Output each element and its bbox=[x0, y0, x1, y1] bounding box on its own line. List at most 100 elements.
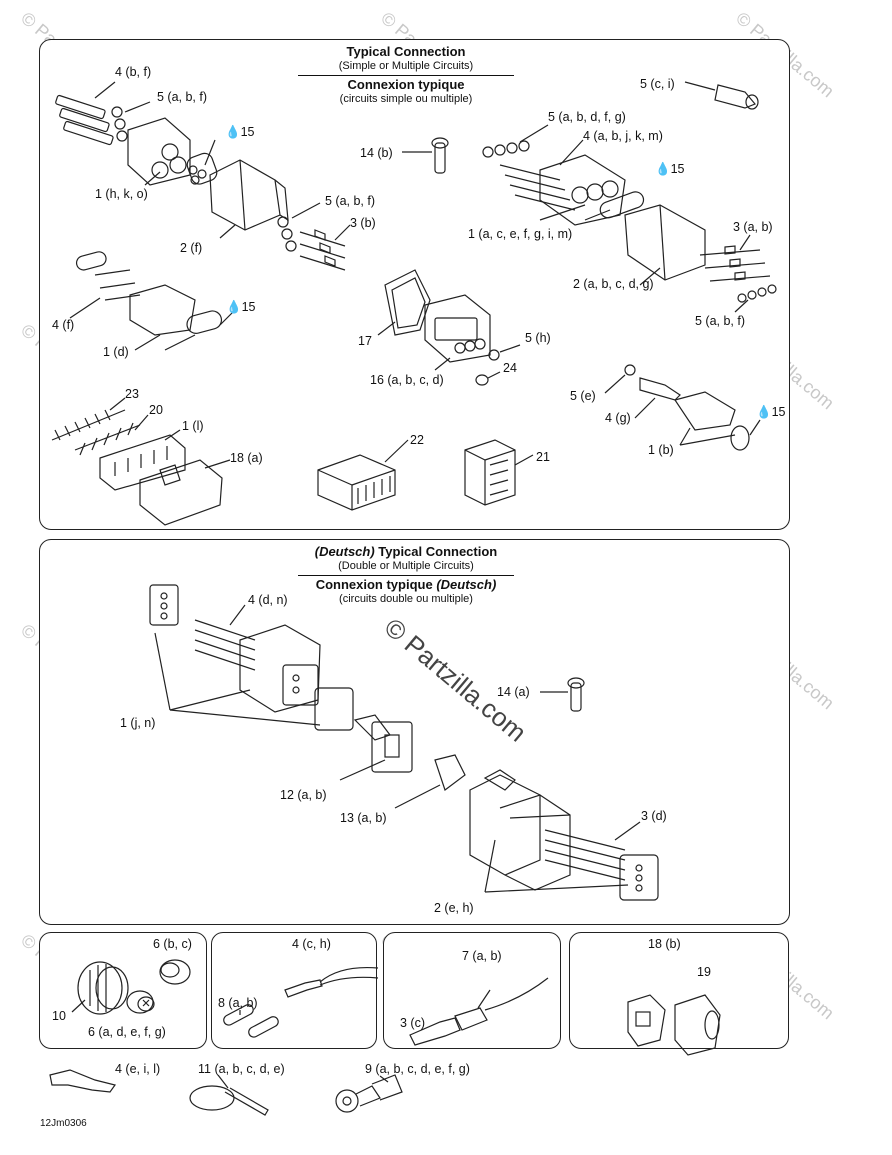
callout-15-4: 💧15 bbox=[756, 405, 786, 419]
title-fr: Connexion typique (Deutsch) bbox=[298, 578, 514, 592]
seals-5abdfg bbox=[482, 124, 549, 158]
callout-1hko: 1 (h, k, o) bbox=[95, 187, 148, 201]
housing-18a bbox=[139, 459, 231, 526]
callout-14a: 14 (a) bbox=[497, 685, 530, 699]
terminals-3d bbox=[544, 821, 641, 881]
seal-5h bbox=[488, 344, 521, 361]
callout-7ab: 7 (a, b) bbox=[462, 949, 502, 963]
housing-2abcdg bbox=[624, 204, 706, 286]
connector-7ab bbox=[409, 977, 549, 1046]
terminals-4dn bbox=[194, 604, 256, 671]
terminals-3ab bbox=[699, 234, 771, 282]
callout-15-3: 💧15 bbox=[226, 300, 256, 314]
title-fr-main: Connexion typique bbox=[315, 577, 437, 592]
callout-23: 23 bbox=[125, 387, 139, 401]
callout-17: 17 bbox=[358, 334, 372, 348]
title-rule bbox=[298, 75, 514, 76]
callout-5abf-3: 5 (a, b, f) bbox=[695, 314, 746, 328]
title-en-prefix: (Deutsch) bbox=[314, 544, 375, 559]
terminal-4g bbox=[634, 377, 681, 419]
panel-parts-3-7 bbox=[383, 932, 561, 1049]
title-rule bbox=[298, 575, 514, 576]
callout-11abcde: 11 (a, b, c, d, e) bbox=[198, 1062, 285, 1076]
terminals-4bf bbox=[55, 81, 116, 146]
seals-5abf-1 bbox=[111, 101, 151, 142]
top-section-title: Typical Connection (Simple or Multiple C… bbox=[298, 45, 514, 106]
callout-14b: 14 (b) bbox=[360, 146, 393, 160]
callout-5h: 5 (h) bbox=[525, 331, 551, 345]
ring-terminal-9 bbox=[335, 1074, 403, 1113]
terminals-4f bbox=[69, 251, 141, 319]
callout-20: 20 bbox=[149, 403, 163, 417]
callout-21: 21 bbox=[536, 450, 550, 464]
callout-15-2: 💧15 bbox=[655, 162, 685, 176]
seal-17 bbox=[377, 269, 431, 336]
callout-2eh: 2 (e, h) bbox=[434, 901, 474, 915]
callout-6adefg: 6 (a, d, e, f, g) bbox=[88, 1025, 166, 1039]
callout-5e: 5 (e) bbox=[570, 389, 596, 403]
callout-1jn: 1 (j, n) bbox=[120, 716, 156, 730]
title-en-main: Typical Connection bbox=[374, 544, 498, 559]
callout-15-1-text: 15 bbox=[240, 125, 255, 139]
housing-21 bbox=[464, 439, 534, 506]
callout-9abcdefg: 9 (a, b, c, d, e, f, g) bbox=[365, 1062, 470, 1076]
callout-4eil: 4 (e, i, l) bbox=[115, 1062, 161, 1076]
housing-2f bbox=[209, 159, 289, 239]
pin-14b bbox=[402, 137, 449, 174]
figure-code: 12Jm0306 bbox=[40, 1118, 87, 1129]
callout-1d: 1 (d) bbox=[103, 345, 129, 359]
callout-3c: 3 (c) bbox=[400, 1016, 425, 1030]
callout-15-4-text: 15 bbox=[771, 405, 786, 419]
seals-5abf-3 bbox=[734, 284, 777, 313]
panel-parts-4-8 bbox=[211, 932, 377, 1049]
callout-5abdfg: 5 (a, b, d, f, g) bbox=[548, 110, 626, 124]
seal-deutsch-2 bbox=[619, 854, 659, 901]
cable-tie-11 bbox=[189, 1074, 269, 1116]
callout-4f: 4 (f) bbox=[52, 318, 75, 332]
callout-4dn: 4 (d, n) bbox=[248, 593, 288, 607]
panel-typical-connection bbox=[39, 39, 790, 530]
housing-22 bbox=[317, 439, 409, 511]
callout-4abjkm: 4 (a, b, j, k, m) bbox=[583, 129, 663, 143]
callout-22: 22 bbox=[410, 433, 424, 447]
subtitle-en: (Double or Multiple Circuits) bbox=[338, 560, 474, 572]
pin-14a bbox=[540, 677, 585, 712]
callout-5ci: 5 (c, i) bbox=[640, 77, 675, 91]
title-en: (Deutsch) Typical Connection bbox=[298, 545, 514, 559]
callout-2f: 2 (f) bbox=[180, 241, 203, 255]
terminals-3b bbox=[299, 224, 351, 271]
housing-18b bbox=[627, 994, 666, 1047]
callout-10: 10 bbox=[52, 1009, 66, 1023]
title-en: Typical Connection bbox=[346, 44, 466, 59]
cap-10 bbox=[71, 961, 129, 1015]
callout-3d: 3 (d) bbox=[641, 809, 667, 823]
subtitle-en: (Simple or Multiple Circuits) bbox=[338, 60, 474, 72]
callout-4ch: 4 (c, h) bbox=[292, 937, 331, 951]
callout-2abcdg: 2 (a, b, c, d, g) bbox=[573, 277, 654, 291]
plug-6adefg bbox=[126, 990, 155, 1014]
callout-1b: 1 (b) bbox=[648, 443, 674, 457]
callout-15-3-text: 15 bbox=[241, 300, 256, 314]
callout-19: 19 bbox=[697, 965, 711, 979]
housing-1hko bbox=[127, 117, 218, 186]
housing-1d bbox=[129, 284, 236, 351]
seal-5e bbox=[604, 364, 636, 394]
wedge-13ab bbox=[394, 754, 466, 809]
callout-4g: 4 (g) bbox=[605, 411, 631, 425]
housing-1l bbox=[99, 429, 186, 491]
title-fr: Connexion typique bbox=[347, 77, 465, 92]
callout-24: 24 bbox=[503, 361, 517, 375]
callout-16abcd: 16 (a, b, c, d) bbox=[370, 373, 444, 387]
terminals-23 bbox=[51, 397, 126, 441]
callout-5abf-1: 5 (a, b, f) bbox=[157, 90, 208, 104]
housing-19 bbox=[674, 994, 721, 1056]
sleeves-8ab bbox=[223, 1004, 279, 1038]
deutsch-section-title: (Deutsch) Typical Connection (Double or … bbox=[298, 545, 514, 606]
callout-15-1: 💧15 bbox=[225, 125, 255, 139]
subtitle-fr: (circuits simple ou multiple) bbox=[339, 93, 473, 105]
terminal-4ch bbox=[284, 966, 379, 998]
terminals-20 bbox=[74, 414, 149, 456]
callout-15-2-text: 15 bbox=[670, 162, 685, 176]
plug-5ci bbox=[684, 81, 759, 110]
